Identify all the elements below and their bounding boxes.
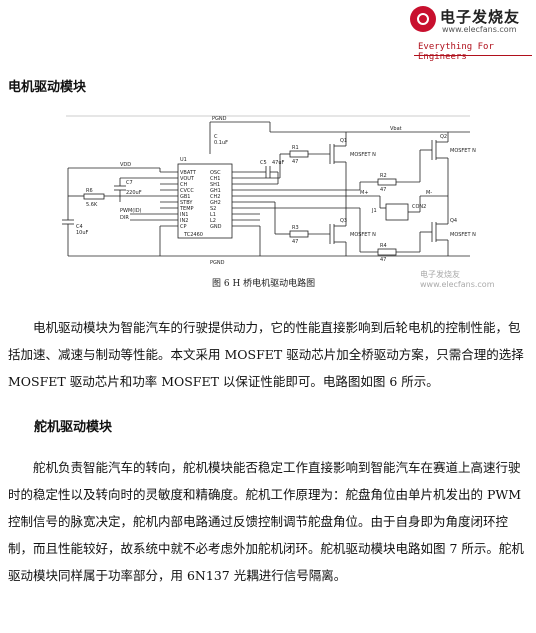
- label-tc-bottom: TC2460: [183, 232, 203, 238]
- site-logo[interactable]: 电子发烧友 www.elecfans.com: [410, 4, 530, 38]
- label-pgnd-bottom: PGND: [210, 260, 225, 266]
- label-r4: R4: [380, 243, 387, 249]
- tagline: Everything For Engineers: [418, 42, 494, 62]
- label-r2: R2: [380, 173, 387, 179]
- logo-url: www.elecfans.com: [442, 25, 517, 34]
- label-u1: U1: [180, 157, 187, 163]
- pin-left-0: VBATT: [180, 170, 197, 176]
- pin-right-8: L2: [210, 218, 216, 224]
- logo-brand: 电子发烧友: [440, 8, 521, 26]
- label-c-top: C: [214, 134, 218, 140]
- label-c4-val: 10uF: [76, 230, 89, 236]
- label-con2: CON2: [412, 204, 426, 210]
- label-c5: C5: [260, 160, 267, 166]
- pin-left-2: CH: [180, 182, 187, 188]
- pin-left-6: TEMP: [179, 206, 194, 212]
- label-c7-val: 220uF: [126, 190, 142, 196]
- label-r4-val: 47: [380, 257, 386, 263]
- pin-right-0: OSC: [210, 170, 221, 176]
- label-q4-type: MOSFET N: [450, 232, 476, 238]
- pin-left-8: IN2: [180, 218, 188, 224]
- paragraph-motor-drive: 电机驱动模块为智能汽车的行驶提供动力，它的性能直接影响到后轮电机的控制性能，包括…: [8, 320, 524, 389]
- label-q3: Q3: [340, 218, 347, 224]
- label-q2-type: MOSFET N: [450, 148, 476, 154]
- label-pwm: PWM(ID): [120, 208, 142, 214]
- label-m-plus: M+: [360, 190, 369, 196]
- pin-right-1: CH1: [210, 176, 220, 182]
- label-q4: Q4: [450, 218, 457, 224]
- label-r3-val: 47: [292, 239, 298, 245]
- pin-left-1: VOUT: [180, 176, 195, 182]
- pin-right-5: GH2: [210, 200, 221, 206]
- label-vdd: VDD: [120, 162, 131, 168]
- header-rule: [414, 55, 532, 56]
- h-bridge-circuit-diagram: PGND C 0.1uF U1 VDD VBATT VOUT CH CVCC G…: [62, 115, 476, 266]
- label-c-top-val: 0.1uF: [214, 140, 228, 146]
- pin-right-4: CH2: [210, 194, 220, 200]
- pin-right-9: GND: [210, 224, 222, 230]
- pin-right-6: S2: [210, 206, 216, 212]
- logo-mark-icon: [410, 6, 436, 32]
- label-j1: J1: [371, 208, 377, 214]
- figure-6-caption: 图 6 H 桥电机驱动电路图: [212, 279, 316, 289]
- pin-left-9: CP: [180, 224, 187, 230]
- section-title-motor-drive: 电机驱动模块: [8, 80, 87, 95]
- label-c5-val: 47uF: [272, 160, 285, 166]
- label-q2: Q2: [440, 134, 447, 140]
- label-q1-type: MOSFET N: [350, 152, 376, 158]
- pin-left-5: STBY: [180, 200, 193, 206]
- label-c7: C7: [126, 180, 133, 186]
- label-c4: C4: [76, 224, 83, 230]
- label-r1-val: 47: [292, 159, 298, 165]
- label-q3-type: MOSFET N: [350, 232, 376, 238]
- watermark-line2: www.elecfans.com: [420, 280, 495, 289]
- label-m-minus: M-: [426, 190, 432, 196]
- paragraph-servo-drive: 舵机负责智能汽车的转向，舵机模块能否稳定工作直接影响到智能汽车在赛道上高速行驶时…: [8, 460, 524, 583]
- label-r3: R3: [292, 225, 299, 231]
- watermark: 电子发烧友 www.elecfans.com: [420, 270, 495, 290]
- label-dir: DIR: [120, 215, 129, 221]
- pin-left-7: IN1: [180, 212, 188, 218]
- label-r6: R6: [86, 188, 93, 194]
- label-pgnd-top: PGND: [212, 116, 227, 122]
- label-q1: Q1: [340, 138, 347, 144]
- pin-right-2: SH1: [210, 182, 220, 188]
- pin-right-7: L1: [210, 212, 216, 218]
- label-r1: R1: [292, 145, 299, 151]
- label-vbat: Vbat: [390, 126, 402, 132]
- section-title-servo-drive: 舵机驱动模块: [34, 420, 113, 435]
- pin-left-3: CVCC: [180, 188, 194, 194]
- watermark-line1: 电子发烧友: [420, 270, 460, 279]
- label-r6-val: 5.6K: [86, 202, 98, 208]
- pin-left-4: GB1: [180, 194, 191, 200]
- pin-right-3: GH1: [210, 188, 221, 194]
- label-r2-val: 47: [380, 187, 386, 193]
